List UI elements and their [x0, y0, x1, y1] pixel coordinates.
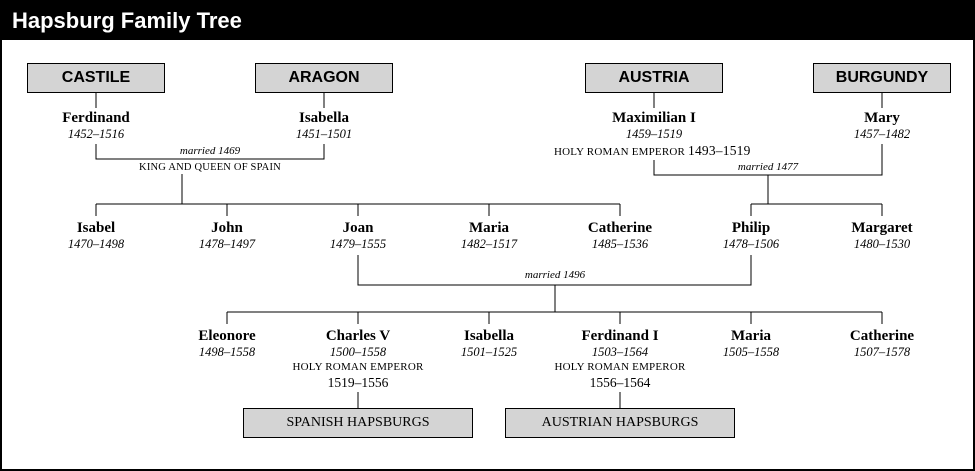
person-years: 1480–1530 — [853, 237, 911, 251]
region-austria-label: AUSTRIA — [618, 69, 690, 86]
person-catherine-gen3: Catherine 1507–1578 — [802, 327, 962, 360]
person-title: HOLY ROMAN EMPEROR — [554, 361, 686, 373]
person-name: Charles V — [325, 328, 391, 344]
person-eleonore: Eleonore 1498–1558 — [147, 327, 307, 360]
region-burgundy: BURGUNDY — [813, 63, 951, 93]
person-years: 1503–1564 — [591, 345, 649, 359]
region-aragon: ARAGON — [255, 63, 393, 93]
person-name: Catherine — [849, 328, 915, 344]
branch-austrian-label: AUSTRIAN HAPSBURGS — [541, 415, 699, 430]
marriage-1496-label: married 1496 — [524, 269, 586, 281]
person-name: Maria — [469, 220, 509, 236]
diagram-title: Hapsburg Family Tree — [2, 2, 973, 40]
person-isabel: Isabel 1470–1498 — [16, 219, 176, 252]
person-isabella-gen3: Isabella 1501–1525 — [409, 327, 569, 360]
marriage-line-1469 — [95, 144, 325, 160]
marriage-1477-label: married 1477 — [737, 161, 799, 173]
person-isabella: Isabella 1451–1501 — [244, 109, 404, 142]
person-years: 1498–1558 — [198, 345, 256, 359]
maximilian-title-text: HOLY ROMAN EMPEROR — [554, 146, 686, 158]
person-years: 1451–1501 — [295, 127, 353, 141]
person-years: 1479–1555 — [329, 237, 387, 251]
region-austria: AUSTRIA — [585, 63, 723, 93]
person-years: 1478–1497 — [198, 237, 256, 251]
person-name: Mary — [864, 110, 900, 126]
person-years: 1505–1558 — [722, 345, 780, 359]
king-queen-spain-label: KING AND QUEEN OF SPAIN — [139, 162, 281, 173]
marriage-1469-label: married 1469 — [179, 145, 241, 157]
person-years: 1500–1558 — [329, 345, 387, 359]
person-philip: Philip 1478–1506 — [671, 219, 831, 252]
person-charles-v: Charles V 1500–1558 HOLY ROMAN EMPEROR 1… — [278, 327, 438, 391]
person-maximilian: Maximilian I 1459–1519 — [574, 109, 734, 142]
person-name: Eleonore — [198, 328, 256, 344]
person-years: 1452–1516 — [67, 127, 125, 141]
person-name: Isabel — [76, 220, 116, 236]
person-years: 1507–1578 — [853, 345, 911, 359]
person-name: John — [211, 220, 243, 236]
person-years: 1459–1519 — [625, 127, 683, 141]
person-name: Isabella — [463, 328, 514, 344]
person-name: Joan — [342, 220, 374, 236]
person-name: Catherine — [587, 220, 653, 236]
person-name: Philip — [731, 220, 771, 236]
person-name: Ferdinand — [62, 110, 130, 126]
person-margaret: Margaret 1480–1530 — [802, 219, 962, 252]
maximilian-title: HOLY ROMAN EMPEROR 1493–1519 — [554, 143, 754, 159]
person-years: 1470–1498 — [67, 237, 125, 251]
person-maria-gen3: Maria 1505–1558 — [671, 327, 831, 360]
person-title: HOLY ROMAN EMPEROR — [292, 361, 424, 373]
person-ferdinand: Ferdinand 1452–1516 — [16, 109, 176, 142]
person-years: 1457–1482 — [853, 127, 911, 141]
person-ferdinand-i: Ferdinand I 1503–1564 HOLY ROMAN EMPEROR… — [540, 327, 700, 391]
person-john: John 1478–1497 — [147, 219, 307, 252]
maximilian-title-years: 1493–1519 — [688, 143, 751, 158]
person-name: Margaret — [851, 220, 913, 236]
person-title-years: 1519–1556 — [327, 375, 389, 390]
branch-spanish-hapsburgs: SPANISH HAPSBURGS — [243, 408, 473, 438]
region-aragon-label: ARAGON — [288, 69, 360, 86]
person-years: 1485–1536 — [591, 237, 649, 251]
person-years: 1482–1517 — [460, 237, 518, 251]
region-castile-label: CASTILE — [61, 69, 131, 86]
person-catherine-gen2: Catherine 1485–1536 — [540, 219, 700, 252]
person-mary: Mary 1457–1482 — [802, 109, 962, 142]
person-years: 1501–1525 — [460, 345, 518, 359]
region-burgundy-label: BURGUNDY — [835, 69, 929, 86]
branch-austrian-hapsburgs: AUSTRIAN HAPSBURGS — [505, 408, 735, 438]
person-maria-gen2: Maria 1482–1517 — [409, 219, 569, 252]
person-name: Maria — [731, 328, 771, 344]
person-name: Isabella — [298, 110, 349, 126]
person-name: Maximilian I — [612, 110, 696, 126]
person-title-years: 1556–1564 — [589, 375, 651, 390]
person-years: 1478–1506 — [722, 237, 780, 251]
branch-spanish-label: SPANISH HAPSBURGS — [286, 415, 430, 430]
person-name: Ferdinand I — [581, 328, 659, 344]
region-castile: CASTILE — [27, 63, 165, 93]
person-joan: Joan 1479–1555 — [278, 219, 438, 252]
